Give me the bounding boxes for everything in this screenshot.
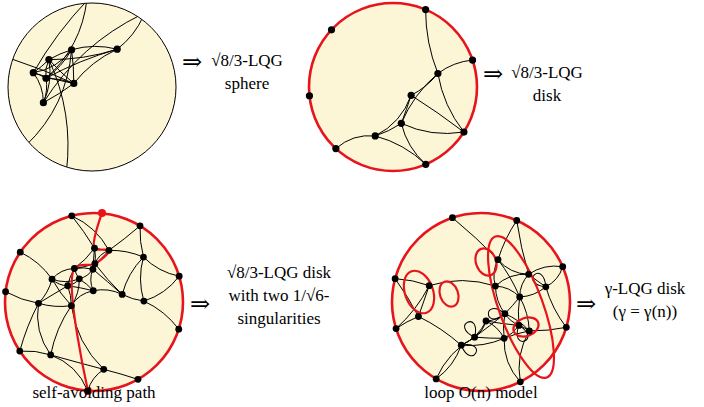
limit-label: γ-LQG disk (γ = γ(n)) bbox=[600, 278, 690, 324]
implication-arrow: ⇒ bbox=[572, 292, 600, 316]
planar-map bbox=[306, 3, 477, 171]
caption-label: self-avoiding path bbox=[4, 382, 184, 405]
implication-arrow: ⇒ bbox=[178, 50, 206, 74]
implication-arrow: ⇒ bbox=[186, 292, 214, 316]
implication-arrow: ⇒ bbox=[479, 62, 507, 86]
limit-label: √8/3-LQG disk with two 1/√6-singularitie… bbox=[214, 262, 344, 331]
planar-map bbox=[8, 0, 176, 171]
caption-label: loop O(n) model bbox=[390, 382, 572, 405]
planar-map bbox=[2, 209, 183, 395]
limit-label: √8/3-LQG sphere bbox=[206, 50, 288, 96]
limit-label: √8/3-LQG disk bbox=[505, 62, 589, 108]
planar-map bbox=[392, 213, 570, 391]
